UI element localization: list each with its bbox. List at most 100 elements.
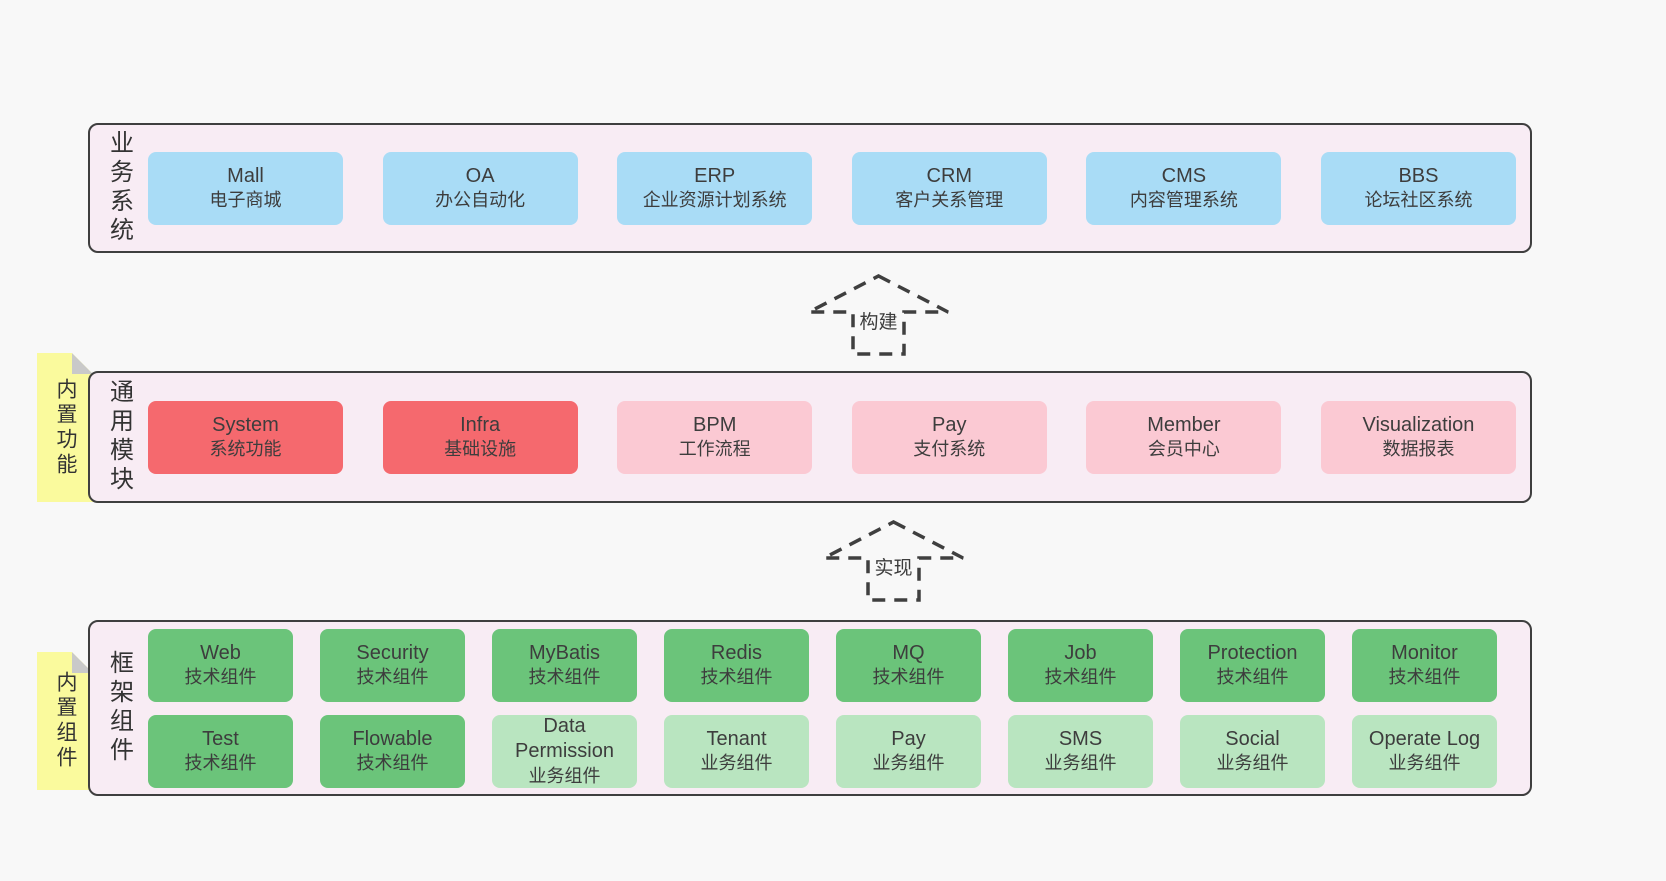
component-description: 企业资源计划系统 — [642, 190, 787, 211]
component-description: 支付系统 — [913, 439, 986, 460]
component-description: 技术组件 — [184, 753, 257, 774]
component-name: Security — [356, 641, 429, 664]
component-name: Monitor — [1391, 641, 1458, 664]
component-box-mq: MQ 技术组件 — [836, 628, 981, 702]
component-name: Operate Log — [1368, 727, 1481, 750]
sticky-note-built-in-components: 内置组件 — [37, 652, 93, 790]
component-name: Pay — [891, 727, 926, 750]
component-box-infra: Infra 基础设施 — [382, 400, 578, 474]
component-name: Data Permission — [515, 714, 614, 763]
component-name: Member — [1147, 413, 1221, 436]
sticky-note-built-in-features: 内置功能 — [37, 353, 93, 502]
component-box-mybatis: MyBatis 技术组件 — [492, 628, 637, 702]
component-name: Social — [1225, 727, 1280, 750]
band-label-framework-components: 框架组件 — [105, 650, 133, 766]
component-description: 论坛社区系统 — [1364, 190, 1473, 211]
component-box-tenant: Tenant 业务组件 — [664, 714, 809, 788]
component-description: 客户关系管理 — [895, 190, 1004, 211]
component-description: 技术组件 — [1388, 667, 1461, 688]
component-box-bbs: BBS 论坛社区系统 — [1320, 151, 1516, 225]
component-name: Redis — [710, 641, 763, 664]
component-name: Tenant — [706, 727, 767, 750]
component-name: SMS — [1058, 727, 1103, 750]
component-description: 业务组件 — [872, 753, 945, 774]
component-description: 技术组件 — [184, 667, 257, 688]
component-name: Flowable — [352, 727, 433, 750]
component-box-security: Security 技术组件 — [320, 628, 465, 702]
band-business-systems: 业务系统 Mall 电子商城 OA 办公自动化 ERP 企业资源计划系统 CRM 客户关系管理… — [88, 123, 1532, 253]
component-box-protection: Protection 技术组件 — [1180, 628, 1325, 702]
component-box-flowable: Flowable 技术组件 — [320, 714, 465, 788]
component-box-sms: SMS 业务组件 — [1008, 714, 1153, 788]
component-box-crm: CRM 客户关系管理 — [851, 151, 1047, 225]
component-description: 业务组件 — [700, 753, 773, 774]
component-name: OA — [465, 164, 495, 187]
band-content: System 系统功能 Infra 基础设施 BPM 工作流程 Pay 支付系统 Member 会… — [148, 373, 1530, 501]
component-box-social: Social 业务组件 — [1180, 714, 1325, 788]
component-description: 技术组件 — [872, 667, 945, 688]
band-label-business-systems: 业务系统 — [105, 130, 133, 246]
component-name: MQ — [892, 641, 925, 664]
component-box-data-permission: Data Permission 业务组件 — [492, 714, 637, 788]
component-name: Test — [202, 727, 239, 750]
band-common-modules: 通用模块 System 系统功能 Infra 基础设施 BPM 工作流程 Pay 支付系统 Me… — [88, 371, 1532, 503]
component-description: 技术组件 — [356, 667, 429, 688]
component-box-mall: Mall 电子商城 — [148, 151, 343, 225]
arrow-build: 构建 — [806, 273, 951, 357]
dashed-up-arrow-icon — [808, 274, 949, 356]
sticky-note-label: 内置功能 — [54, 377, 77, 478]
component-name: BPM — [693, 413, 737, 436]
component-description: 系统功能 — [209, 439, 282, 460]
component-box-erp: ERP 企业资源计划系统 — [617, 151, 813, 225]
component-description: 业务组件 — [1044, 753, 1117, 774]
component-box-oa: OA 办公自动化 — [382, 151, 578, 225]
arrow-implement: 实现 — [821, 519, 966, 603]
component-box-operate-log: Operate Log 业务组件 — [1352, 714, 1497, 788]
component-name: Protection — [1207, 641, 1298, 664]
component-description: 业务组件 — [1216, 753, 1289, 774]
arrow-label: 实现 — [871, 553, 916, 580]
component-description: 业务组件 — [1388, 753, 1461, 774]
component-description: 技术组件 — [700, 667, 773, 688]
component-description: 会员中心 — [1147, 439, 1220, 460]
component-description: 技术组件 — [528, 667, 601, 688]
component-box-redis: Redis 技术组件 — [664, 628, 809, 702]
component-name: MyBatis — [528, 641, 601, 664]
dashed-up-arrow-icon — [823, 520, 964, 602]
component-name: CRM — [926, 164, 973, 187]
component-name: Visualization — [1362, 413, 1475, 436]
component-name: Infra — [460, 413, 501, 436]
component-box-bpm: BPM 工作流程 — [617, 400, 813, 474]
component-description: 技术组件 — [1216, 667, 1289, 688]
component-description: 技术组件 — [356, 753, 429, 774]
component-name: Web — [200, 641, 241, 664]
component-description: 技术组件 — [1044, 667, 1117, 688]
component-description: 办公自动化 — [435, 190, 526, 211]
component-description: 基础设施 — [444, 439, 517, 460]
component-box-monitor: Monitor 技术组件 — [1352, 628, 1497, 702]
component-name: Mall — [227, 164, 264, 187]
component-box-pay: Pay 业务组件 — [836, 714, 981, 788]
component-name: ERP — [694, 164, 736, 187]
component-box-pay: Pay 支付系统 — [851, 400, 1047, 474]
component-description: 工作流程 — [678, 439, 751, 460]
component-description: 业务组件 — [528, 766, 601, 787]
folded-corner-icon — [72, 353, 93, 374]
component-row: System 系统功能 Infra 基础设施 BPM 工作流程 Pay 支付系统 Member 会… — [148, 400, 1530, 474]
component-name: System — [212, 413, 279, 436]
component-name: CMS — [1161, 164, 1207, 187]
component-description: 电子商城 — [209, 190, 282, 211]
band-label-common-modules: 通用模块 — [105, 379, 133, 495]
component-name: BBS — [1398, 164, 1439, 187]
component-name: Pay — [932, 413, 967, 436]
